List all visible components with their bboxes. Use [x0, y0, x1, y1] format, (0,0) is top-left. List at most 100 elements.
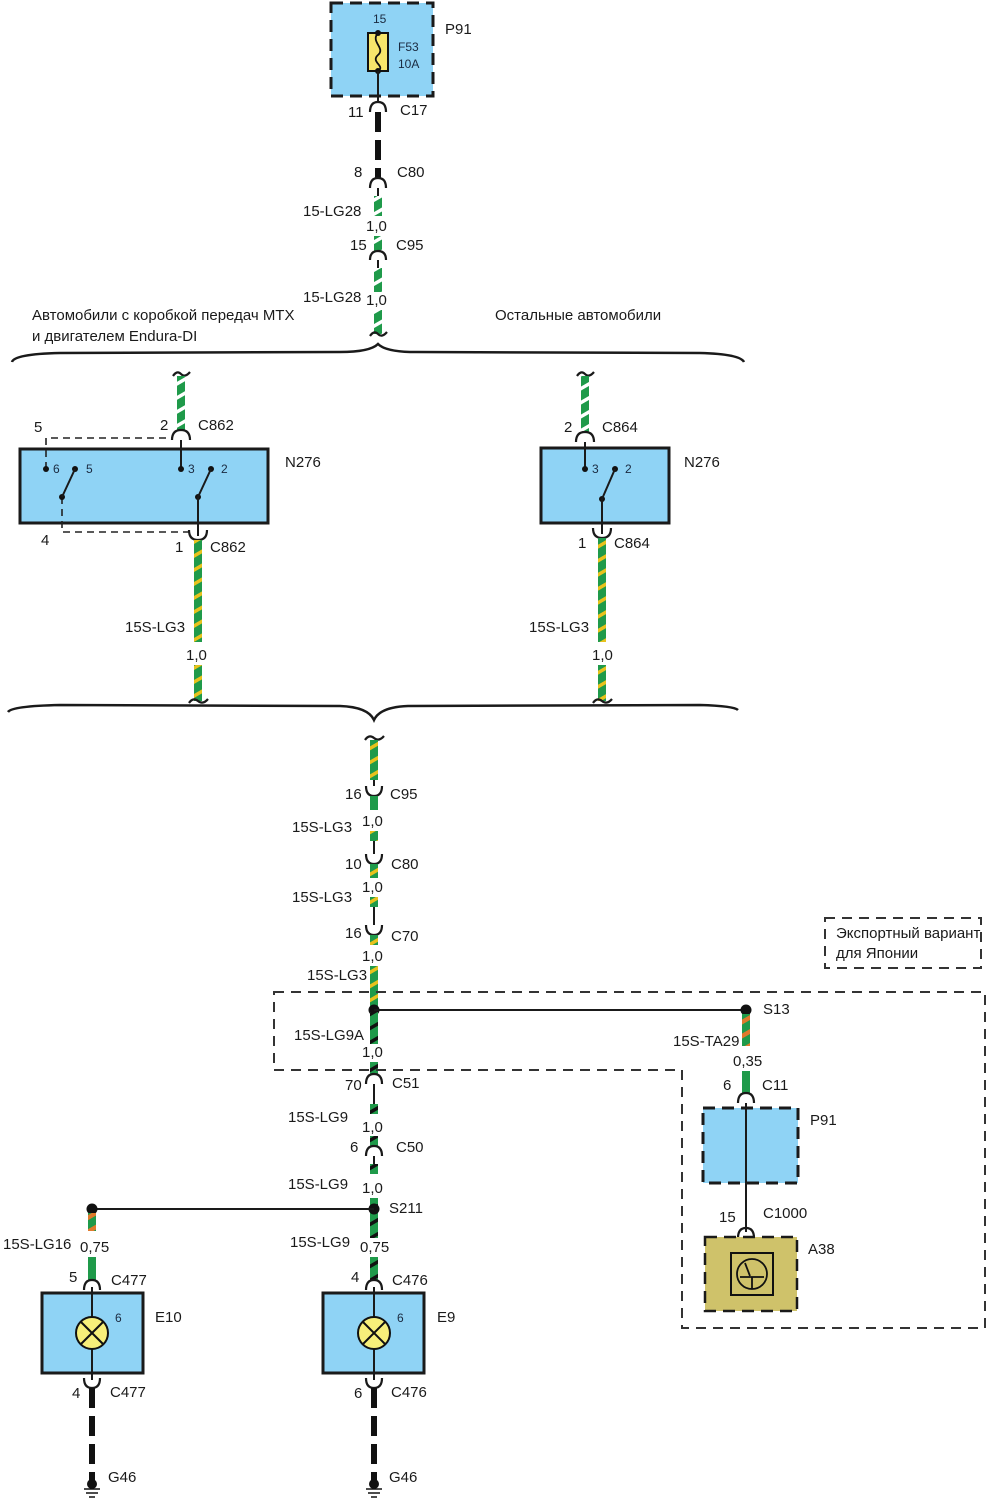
- pin-label: 15: [719, 1209, 736, 1226]
- switch-contact-icon: [197, 468, 212, 498]
- splice-label: S211: [389, 1200, 423, 1217]
- pin-label: 2: [625, 462, 632, 476]
- wire-size: 1,0: [362, 1044, 383, 1061]
- wire-size: 1,0: [366, 218, 387, 235]
- branch-brace-top: [10, 342, 746, 363]
- pin-label: 70: [345, 1077, 362, 1094]
- splice-label: S13: [763, 1001, 790, 1018]
- pin-label: 1: [578, 535, 586, 552]
- connector-c864-top-icon: [574, 430, 596, 443]
- wire-label: 15S-LG9: [290, 1234, 350, 1251]
- connector-label: C80: [391, 856, 419, 873]
- connector-label: C862: [210, 539, 246, 556]
- wire-label: 15-LG28: [303, 289, 361, 306]
- connector-label: C51: [392, 1075, 420, 1092]
- connector-c862-top-icon: [170, 428, 192, 441]
- connector-label: C11: [762, 1077, 788, 1094]
- c17-label: C17: [400, 102, 428, 119]
- c80-label: C80: [397, 164, 425, 181]
- japan-option-frame: [273, 991, 986, 1329]
- wire-size: 1,0: [366, 292, 387, 309]
- connector-c11-icon: [736, 1091, 756, 1104]
- pin-label: 4: [72, 1385, 80, 1402]
- c95-pin: 15: [350, 237, 367, 254]
- connector-label: C476: [392, 1272, 428, 1289]
- wire-label: 15S-LG9: [288, 1176, 348, 1193]
- wire-15s-lg16: [88, 1213, 96, 1231]
- wire-label: 15S-LG3: [125, 619, 185, 636]
- lamp-icon: [357, 1316, 391, 1350]
- module-label: A38: [808, 1241, 835, 1258]
- pin-label: 3: [592, 462, 599, 476]
- pin-label: 16: [345, 925, 362, 942]
- switch-contact-icon: [601, 468, 616, 500]
- connector-c95-icon: [364, 785, 384, 798]
- wire-label: 15S-LG9: [288, 1109, 348, 1126]
- pin-label: 1: [175, 539, 183, 556]
- connector-c70-icon: [364, 924, 384, 937]
- connector-label: C477: [110, 1384, 146, 1401]
- pin-label: 6: [723, 1077, 731, 1094]
- connector-label: C862: [198, 417, 234, 434]
- pin-label: 2: [221, 462, 228, 476]
- branch-note-right: Остальные автомобили: [495, 307, 661, 324]
- wire-size: 1,0: [362, 1180, 383, 1197]
- wire-label: 15S-LG3: [292, 819, 352, 836]
- connector-c477-top-icon: [82, 1278, 102, 1291]
- wire-size: 1,0: [362, 813, 383, 830]
- japan-note-frame: [824, 917, 982, 969]
- connector-label: C50: [396, 1139, 424, 1156]
- pin-label: 2: [160, 417, 168, 434]
- pin-label: 5: [86, 462, 93, 476]
- connector-label: C864: [602, 419, 638, 436]
- pin-label: 6: [115, 1311, 122, 1325]
- fuse-icon: [367, 32, 389, 72]
- pin-label: 2: [564, 419, 572, 436]
- wire-size: 0,75: [80, 1239, 109, 1256]
- wire-15-lg28: [374, 196, 382, 216]
- pin-label: 3: [188, 462, 195, 476]
- wire-size: 1,0: [186, 647, 207, 664]
- branch-brace-bottom: [6, 703, 739, 723]
- wire-label: 15S-LG16: [3, 1236, 71, 1253]
- fuse-name: F53: [398, 40, 419, 54]
- module-label: N276: [684, 454, 720, 471]
- connector-c1000-icon: [736, 1226, 756, 1239]
- wire-size: 1,0: [362, 948, 383, 965]
- connector-label: C477: [111, 1272, 147, 1289]
- fuse-rating: 10A: [398, 57, 419, 71]
- module-label: E10: [155, 1309, 182, 1326]
- ground-label: G46: [108, 1469, 136, 1486]
- connector-c51-icon: [364, 1072, 384, 1085]
- connector-label: C476: [391, 1384, 427, 1401]
- connector-label: C95: [390, 786, 418, 803]
- c80-pin: 8: [354, 164, 362, 181]
- fuse-pin-label: 15: [373, 12, 387, 26]
- switch-module-n276-left: [18, 447, 270, 525]
- pin-label: 6: [350, 1139, 358, 1156]
- pin-label: 6: [397, 1311, 404, 1325]
- ground-icon: [84, 1479, 100, 1498]
- wire-label: 15S-TA29: [673, 1033, 739, 1050]
- connector-c17-icon: [368, 100, 388, 113]
- connector-c80-icon: [364, 853, 384, 866]
- pin-label: 10: [345, 856, 362, 873]
- c95-label: C95: [396, 237, 424, 254]
- pin-label: 6: [354, 1385, 362, 1402]
- connector-label: C1000: [763, 1205, 807, 1222]
- fuse-box-p91: 15 F53 10A: [329, 1, 435, 103]
- wire-label: 15-LG28: [303, 203, 361, 220]
- module-label-p91: P91: [445, 21, 472, 38]
- lamp-icon: [75, 1316, 109, 1350]
- switch-module-n276-right: [539, 446, 671, 525]
- wire-size: 1,0: [362, 1119, 383, 1136]
- branch-note-left-2: и двигателем Endura-DI: [32, 328, 197, 345]
- pin-label: 6: [53, 462, 60, 476]
- connector-c95-icon: [368, 249, 388, 261]
- wire-label: 15S-LG3: [529, 619, 589, 636]
- branch-note-left: Автомобили с коробкой передач MTX: [32, 307, 294, 324]
- transistor-icon: [730, 1252, 774, 1296]
- connector-c50-icon: [364, 1144, 384, 1157]
- switch-contact-icon: [61, 468, 76, 498]
